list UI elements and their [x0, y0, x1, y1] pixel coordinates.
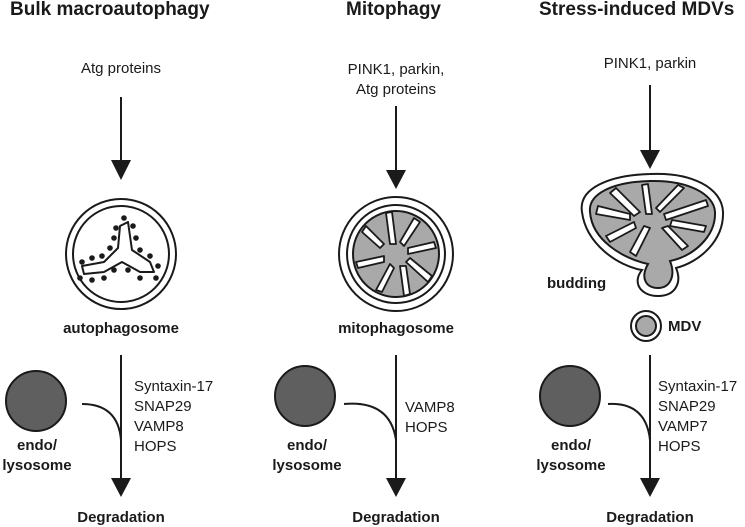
column-title-2: Mitophagy — [346, 0, 441, 20]
regulator-label-1: Atg proteins — [80, 60, 162, 77]
fusion-factors-2: VAMP8 HOPS — [405, 398, 455, 438]
vesicle-label-3: MDV — [668, 318, 702, 335]
lysosome-icon-2 — [274, 365, 336, 427]
column-title-1: Bulk macroautophagy — [10, 0, 210, 20]
fusion-factor: SNAP29 — [134, 398, 192, 415]
fusion-factors-3: Syntaxin-17 SNAP29 VAMP7 HOPS — [658, 377, 737, 457]
vesicle-label-1: autophagosome — [63, 320, 179, 337]
vesicle-label-2: mitophagosome — [338, 320, 454, 337]
fusion-factor: Syntaxin-17 — [134, 378, 214, 395]
column-title-3: Stress-induced MDVs — [539, 0, 735, 20]
fusion-factor: HOPS — [658, 438, 701, 455]
mitochondrion-icon — [580, 172, 725, 298]
fusion-arrow-2 — [343, 355, 406, 497]
budding-label: budding — [547, 275, 607, 292]
regulator-label-2: PINK1, parkin, Atg proteins — [347, 61, 445, 98]
mdv-icon — [630, 310, 662, 342]
fusion-factor: HOPS — [134, 438, 177, 455]
lysosome-label-1: endo/ lysosome — [2, 437, 72, 474]
outcome-label-2: Degradation — [352, 509, 440, 526]
fusion-factor: VAMP8 — [405, 399, 455, 416]
fusion-arrow-3 — [607, 355, 660, 497]
fusion-factor: Syntaxin-17 — [658, 378, 738, 395]
fusion-arrow-1 — [81, 355, 131, 497]
mitophagosome-icon — [338, 196, 454, 312]
fusion-factor: HOPS — [405, 419, 448, 436]
fusion-factor: VAMP7 — [658, 418, 708, 435]
regulator-arrow-2 — [386, 106, 406, 189]
outcome-label-3: Degradation — [606, 509, 694, 526]
regulator-label-3: PINK1, parkin — [603, 55, 697, 72]
regulator-arrow-3 — [640, 85, 660, 169]
fusion-factor: VAMP8 — [134, 418, 184, 435]
lysosome-label-3: endo/ lysosome — [536, 437, 606, 474]
fusion-factor: SNAP29 — [658, 398, 716, 415]
autophagosome-icon — [65, 198, 177, 310]
outcome-label-1: Degradation — [77, 509, 165, 526]
lysosome-icon-1 — [5, 370, 67, 432]
fusion-factors-1: Syntaxin-17 SNAP29 VAMP8 HOPS — [134, 377, 213, 457]
regulator-arrow-1 — [111, 97, 131, 180]
lysosome-icon-3 — [539, 365, 601, 427]
lysosome-label-2: endo/ lysosome — [272, 437, 342, 474]
